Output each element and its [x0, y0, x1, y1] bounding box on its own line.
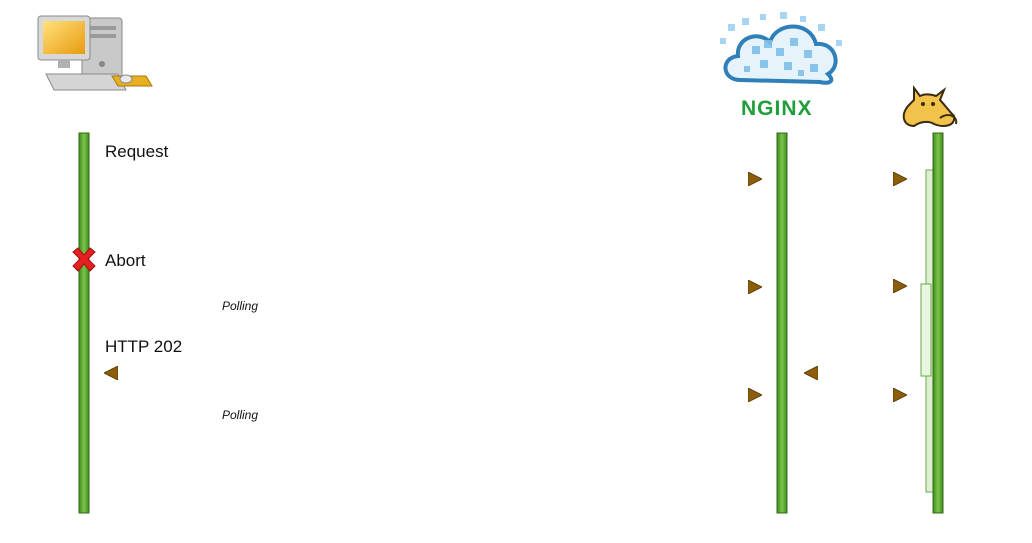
lifeline-server — [932, 132, 944, 514]
activation-bar-server-2 — [920, 283, 932, 377]
abort-x-icon — [72, 247, 96, 272]
lifeline-client — [78, 132, 90, 514]
message-label-abort: Abort — [105, 251, 146, 270]
tomcat-icon — [902, 85, 958, 128]
message-label-polling-2: Polling — [222, 408, 259, 422]
message-label-polling-1: Polling — [222, 299, 259, 313]
cloud-icon — [720, 12, 842, 85]
message-label-http-202: HTTP 202 — [105, 337, 183, 356]
nginx-logo-text: NGINX — [741, 97, 813, 120]
message-label-request: Request — [105, 142, 169, 161]
desktop-computer-icon — [37, 15, 153, 91]
lifeline-proxy — [776, 132, 788, 514]
